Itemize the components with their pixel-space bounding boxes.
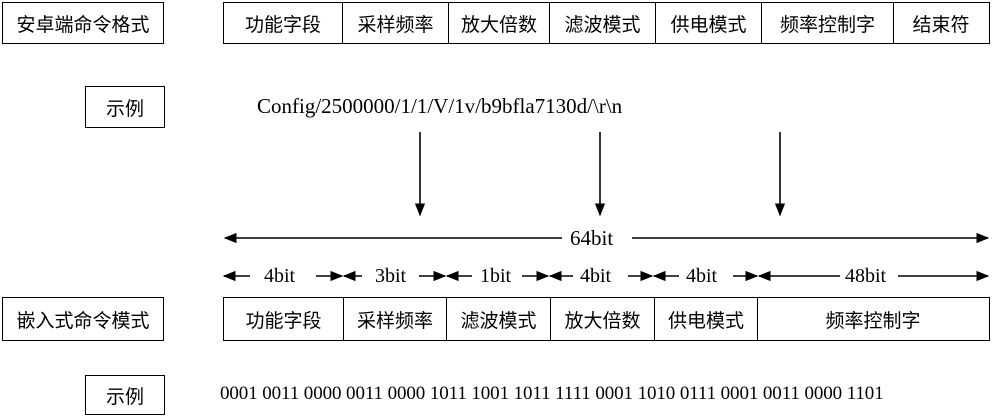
embedded-format-label: 嵌入式命令模式 xyxy=(2,297,164,341)
android-field: 频率控制字 xyxy=(762,3,894,43)
embedded-field: 供电模式 xyxy=(655,298,758,340)
segment-bits-label: 3bit xyxy=(375,265,407,287)
embedded-field: 频率控制字 xyxy=(825,309,921,332)
android-field: 滤波模式 xyxy=(550,3,656,43)
total-bits-label: 64bit xyxy=(570,226,614,250)
embedded-field: 采样频率 xyxy=(344,298,447,340)
embedded-field: 功能字段 xyxy=(224,298,344,340)
embedded-fields-row: 功能字段 采样频率 滤波模式 放大倍数 供电模式 频率控制字 xyxy=(223,297,990,341)
embedded-example-label: 示例 xyxy=(85,375,165,415)
android-field: 供电模式 xyxy=(656,3,762,43)
android-field: 放大倍数 xyxy=(449,3,550,43)
embedded-field: 放大倍数 xyxy=(551,298,655,340)
segment-bits-label: 48bit xyxy=(845,265,887,287)
segment-bits-label: 4bit xyxy=(580,265,612,287)
android-fields-row: 功能字段 采样频率 放大倍数 滤波模式 供电模式 频率控制字 结束符 xyxy=(223,2,990,44)
segment-bits-label: 1bit xyxy=(480,265,512,287)
embedded-field: 滤波模式 xyxy=(447,298,551,340)
android-field: 结束符 xyxy=(912,13,970,36)
android-format-label: 安卓端命令格式 xyxy=(2,2,164,44)
embedded-example-value: 0001 0011 0000 0011 0000 1011 1001 1011 … xyxy=(220,383,884,404)
android-example-label: 示例 xyxy=(85,86,165,128)
android-field: 功能字段 xyxy=(224,3,343,43)
android-field: 采样频率 xyxy=(343,3,449,43)
segment-bits-label: 4bit xyxy=(686,265,718,287)
android-example-value: Config/2500000/1/1/V/1v/b9bfla7130d/\r\n xyxy=(257,94,623,118)
segment-bits-label: 4bit xyxy=(264,265,296,287)
